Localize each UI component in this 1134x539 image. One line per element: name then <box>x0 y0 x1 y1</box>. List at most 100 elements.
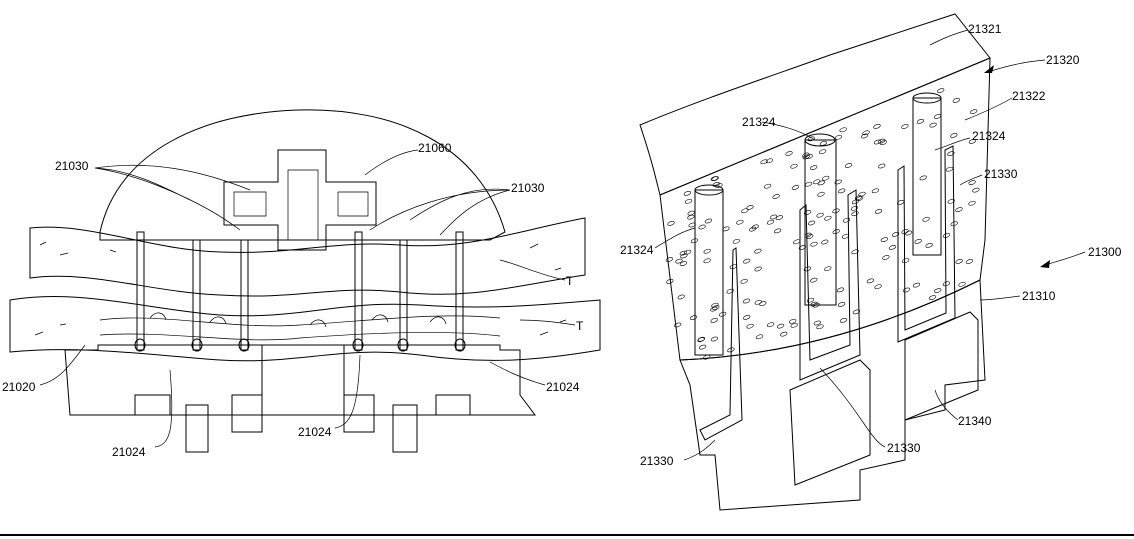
pore <box>807 136 815 142</box>
pore <box>743 298 751 304</box>
pore <box>861 133 869 139</box>
label-21024-center: 21024 <box>298 425 332 439</box>
label-T-lower: T <box>576 319 584 333</box>
pore <box>821 239 829 245</box>
pore <box>851 211 859 217</box>
label-21060: 21060 <box>418 141 452 155</box>
pore <box>838 188 846 194</box>
label-21324-top: 21324 <box>742 115 776 129</box>
label-21030-left: 21030 <box>55 159 89 173</box>
pore <box>736 219 744 225</box>
pore <box>740 278 748 284</box>
pore <box>929 122 937 128</box>
pore <box>875 209 883 215</box>
left-leaders <box>40 150 575 447</box>
pore <box>780 331 788 337</box>
pore <box>914 239 922 245</box>
pore <box>746 205 754 211</box>
label-21330-top: 21330 <box>984 167 1018 181</box>
pore <box>902 258 910 264</box>
tissue-upper <box>30 218 585 296</box>
pore <box>880 237 888 243</box>
pore <box>679 250 687 256</box>
label-21020: 21020 <box>2 380 36 394</box>
pore <box>850 205 858 211</box>
label-21322: 21322 <box>1012 89 1046 103</box>
pore <box>843 217 851 223</box>
pore <box>665 257 673 263</box>
pore <box>666 279 674 285</box>
pore <box>754 248 762 254</box>
pore <box>791 185 799 191</box>
pore <box>934 288 942 294</box>
pore <box>690 315 698 321</box>
pore <box>952 98 960 104</box>
label-21300: 21300 <box>1088 245 1122 259</box>
pore <box>675 258 683 264</box>
pore <box>919 175 927 181</box>
pore <box>767 219 775 225</box>
pore <box>922 216 930 222</box>
pore <box>667 221 675 227</box>
label-21340: 21340 <box>958 414 992 428</box>
pore <box>810 277 818 283</box>
label-21330-left: 21330 <box>640 454 674 468</box>
pore <box>777 323 785 329</box>
pore <box>970 109 978 115</box>
pore <box>840 318 848 324</box>
pore <box>958 281 966 287</box>
pore <box>764 183 772 189</box>
label-21330-mid: 21330 <box>887 441 921 455</box>
pore <box>882 255 890 261</box>
label-21030-right: 21030 <box>511 181 545 195</box>
cartridge-center-block <box>262 345 344 415</box>
staple-drivers <box>135 395 470 452</box>
tissue-lower <box>10 296 600 360</box>
arrow-21320 <box>984 65 994 73</box>
pore <box>837 287 845 293</box>
pore <box>679 261 687 267</box>
pore <box>937 88 945 94</box>
pore <box>793 239 801 245</box>
arrow-21300 <box>1040 260 1050 268</box>
pore <box>756 334 764 340</box>
pore <box>819 149 827 155</box>
pore <box>743 258 751 264</box>
pore <box>929 295 937 301</box>
cross-cavity <box>224 150 376 250</box>
pore <box>913 282 921 288</box>
label-21320: 21320 <box>1046 53 1080 67</box>
anvil-dome <box>100 110 505 240</box>
pore <box>746 323 754 329</box>
pore <box>845 163 853 169</box>
adjunct-layer <box>100 313 500 340</box>
pore <box>824 266 832 272</box>
pore <box>916 119 924 125</box>
driver-blocks <box>790 312 978 485</box>
pore <box>950 133 958 139</box>
pore <box>874 284 882 290</box>
pore <box>690 238 698 244</box>
pore <box>785 151 793 157</box>
pore <box>703 258 711 264</box>
label-21024-right: 21024 <box>546 380 580 394</box>
left-figure <box>10 110 600 452</box>
pore <box>704 218 712 224</box>
pore <box>972 187 980 193</box>
pore <box>765 158 773 164</box>
label-21310: 21310 <box>1022 289 1056 303</box>
label-21024-left: 21024 <box>112 445 146 459</box>
pore <box>943 233 951 239</box>
pore <box>790 163 798 169</box>
label-21324-right: 21324 <box>972 129 1006 143</box>
label-T-upper: T <box>566 274 574 288</box>
pore <box>889 245 897 251</box>
pore <box>968 200 976 206</box>
pore <box>873 124 881 130</box>
pore <box>698 224 706 230</box>
pore <box>947 151 955 157</box>
pore <box>925 243 933 249</box>
pore <box>677 294 685 300</box>
pore <box>732 238 740 244</box>
pore <box>767 322 775 328</box>
